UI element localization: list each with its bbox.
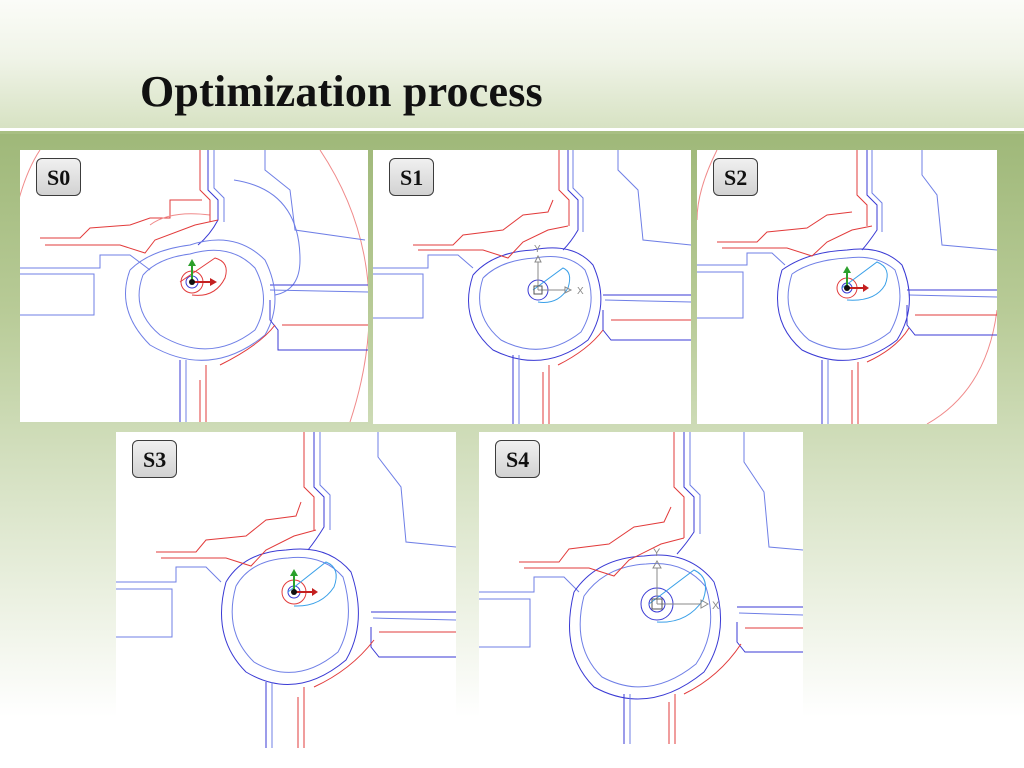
- slide-title: Optimization process: [140, 67, 543, 116]
- stage-label: S3: [132, 440, 178, 478]
- cad-view-s2: [697, 150, 997, 424]
- panel-s2: S2: [697, 150, 997, 424]
- header-divider-accent: [0, 131, 1024, 134]
- panel-s0: S0: [20, 150, 368, 422]
- slide-header: Optimization process: [0, 0, 1024, 128]
- panel-s4: X Y S4: [479, 432, 803, 744]
- cad-view-s0: [20, 150, 368, 422]
- stage-label: S1: [389, 158, 435, 196]
- y-axis-label: Y: [534, 244, 541, 255]
- x-axis-label: X: [577, 286, 584, 297]
- cad-view-s3: [116, 432, 456, 748]
- x-axis-label: X: [712, 600, 720, 612]
- cad-view-s4: X Y: [479, 432, 803, 744]
- stage-label: S2: [713, 158, 759, 196]
- cad-view-s1: X Y: [373, 150, 691, 424]
- header-divider: [0, 128, 1024, 131]
- stage-label: S4: [495, 440, 541, 478]
- panel-s1: X Y S1: [373, 150, 691, 424]
- y-axis-label: Y: [653, 547, 661, 559]
- panel-s3: S3: [116, 432, 456, 748]
- stage-label: S0: [36, 158, 82, 196]
